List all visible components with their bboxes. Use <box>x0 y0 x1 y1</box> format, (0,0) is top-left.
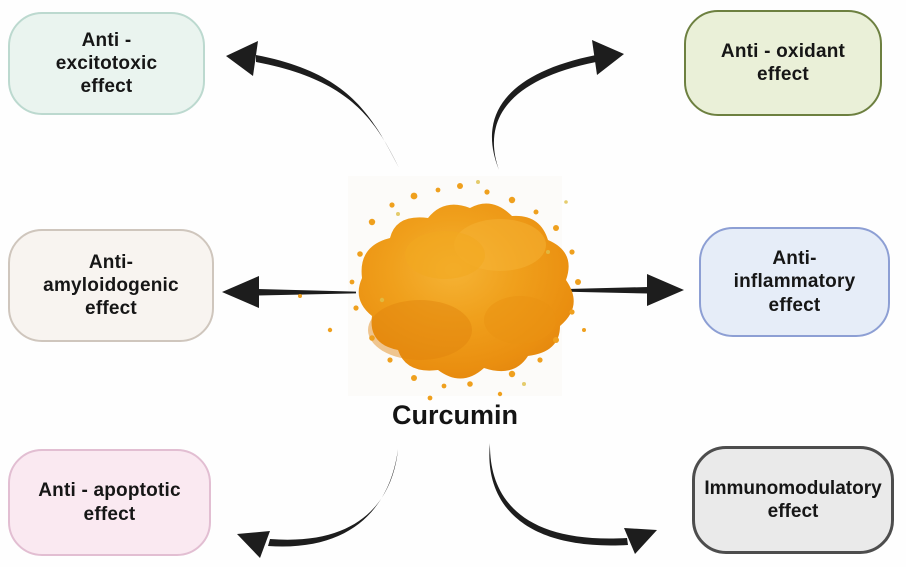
effect-node-anti-inflammatory: Anti- inflammatory effect <box>699 227 890 337</box>
effect-node-anti-oxidant: Anti - oxidant effect <box>684 10 882 116</box>
effect-label-immunomodulatory: Immunomodulatory effect <box>704 477 882 522</box>
arrow-bottom-right <box>489 443 657 554</box>
effect-label-anti-excitotoxic: Anti - excitotoxic effect <box>55 29 158 98</box>
effect-node-anti-excitotoxic: Anti - excitotoxic effect <box>8 12 205 115</box>
arrow-top-left <box>226 41 399 168</box>
effect-label-anti-inflammatory: Anti- inflammatory effect <box>733 248 856 316</box>
curcumin-powder-image <box>298 180 586 401</box>
arrow-mid-left <box>222 276 356 308</box>
effect-label-anti-amyloidogenic: Anti- amyloidogenic effect <box>43 251 179 320</box>
effect-label-anti-apoptotic: Anti - apoptotic effect <box>38 480 181 525</box>
effect-node-anti-apoptotic: Anti - apoptotic effect <box>8 449 211 556</box>
effect-node-immunomodulatory: Immunomodulatory effect <box>692 446 894 554</box>
arrow-mid-right <box>552 274 684 306</box>
arrow-bottom-left <box>237 449 398 558</box>
effect-node-anti-amyloidogenic: Anti- amyloidogenic effect <box>8 229 214 342</box>
effect-label-anti-oxidant: Anti - oxidant effect <box>720 40 846 85</box>
center-caption-curcumin: Curcumin <box>391 400 518 430</box>
arrow-top-right <box>491 40 624 170</box>
